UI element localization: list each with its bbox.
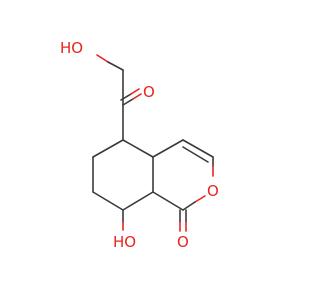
ketone-oxygen-label: O xyxy=(143,83,155,101)
bond-pyran-4b xyxy=(182,201,196,211)
bond-oh-ch2 xyxy=(107,61,124,71)
bond-ketone-1b xyxy=(132,93,142,100)
bond-pyran-2 xyxy=(182,139,214,158)
bottom-hydroxyl-label: HO xyxy=(113,233,136,251)
structure-svg: HO O O O HO xyxy=(60,39,219,251)
ring-oxygen-label: O xyxy=(207,182,219,200)
bond-ring-1 xyxy=(92,139,124,158)
molecule-diagram: HO O O O HO xyxy=(60,39,219,251)
bond-ring-3 xyxy=(92,191,124,211)
bond-pyran-4a xyxy=(194,195,206,203)
bond-ketone-1a xyxy=(122,98,134,106)
top-hydroxyl-label: HO xyxy=(60,39,83,57)
bond-pyran-1 xyxy=(152,139,184,158)
bond-ring-6 xyxy=(122,139,154,158)
bond-pyran-2-inner xyxy=(182,146,209,163)
bond-pyran-5 xyxy=(152,191,184,211)
bond-ketone-2a xyxy=(120,93,132,101)
bond-oh-ch2-hetero xyxy=(96,54,109,63)
bond-ring-4 xyxy=(122,191,154,211)
bond-ketone-2b xyxy=(130,88,140,95)
lactone-oxygen-label: O xyxy=(177,233,189,251)
